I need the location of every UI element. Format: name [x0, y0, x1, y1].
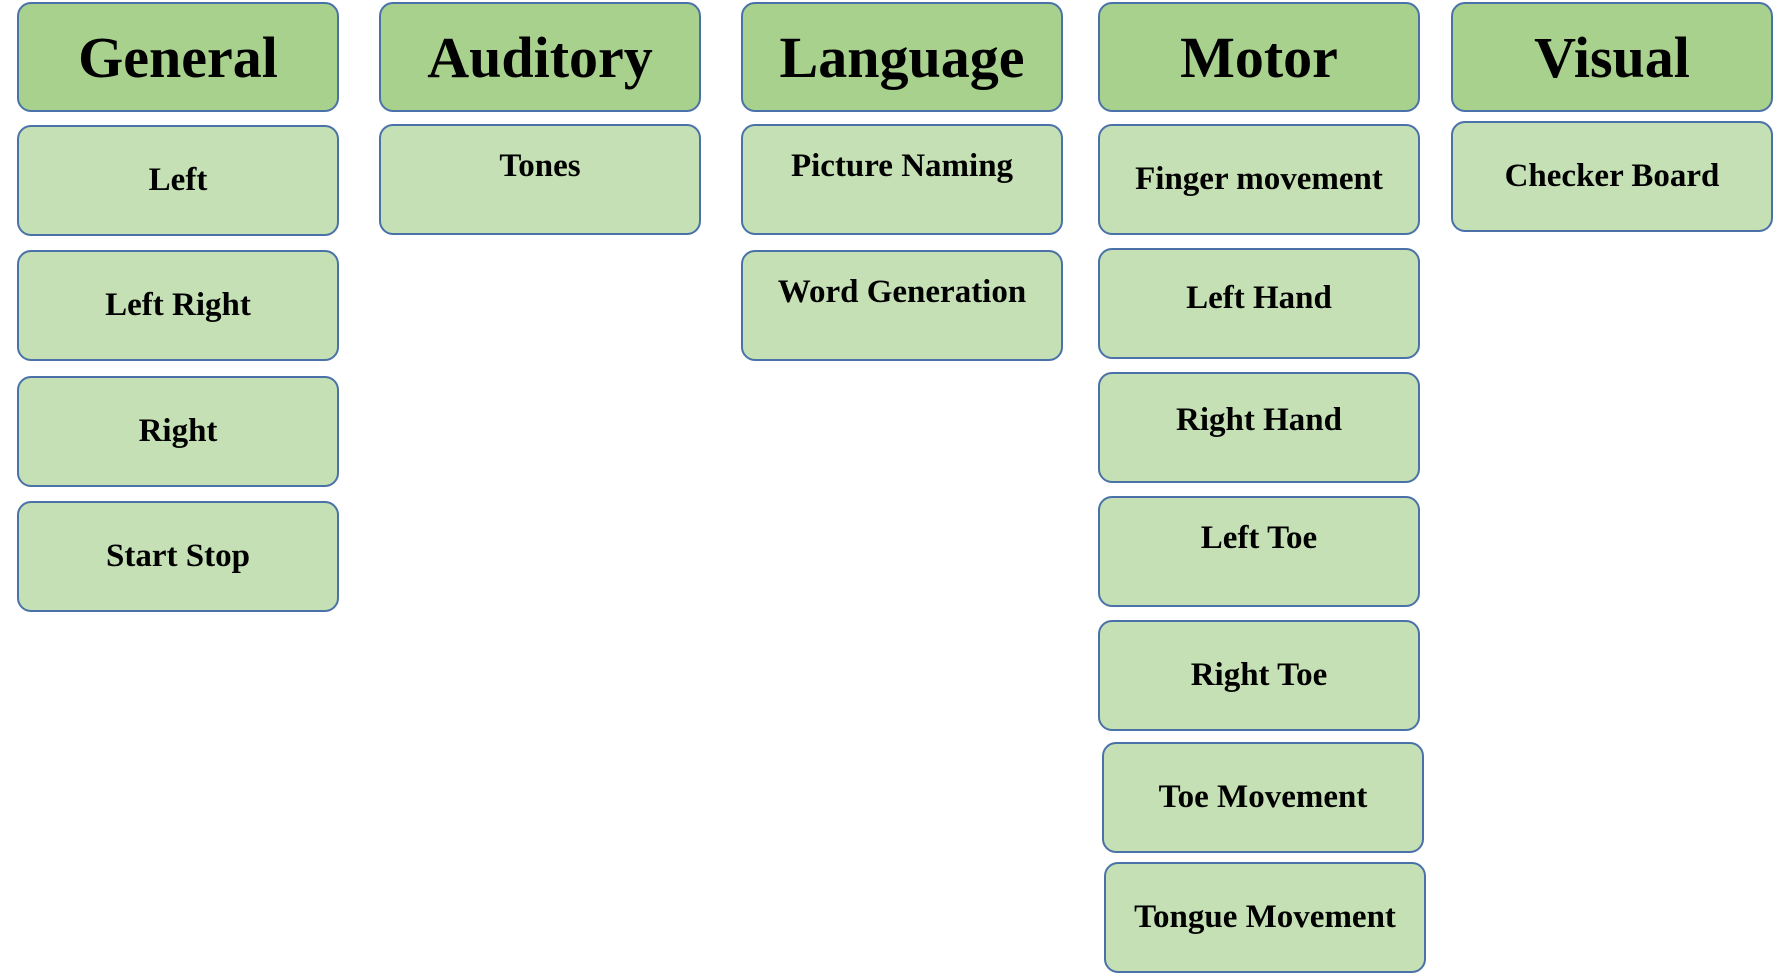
item-box-tongue-movement: Tongue Movement [1104, 862, 1426, 973]
item-box-right-toe: Right Toe [1098, 620, 1420, 731]
item-box-left-hand: Left Hand [1098, 248, 1420, 359]
category-header-motor: Motor [1098, 2, 1420, 112]
item-box-toe-movement: Toe Movement [1102, 742, 1424, 853]
item-box-finger-movement: Finger movement [1098, 124, 1420, 235]
item-box-left: Left [17, 125, 339, 236]
item-box-checker-board: Checker Board [1451, 121, 1773, 232]
item-box-word-generation: Word Generation [741, 250, 1063, 361]
category-header-language: Language [741, 2, 1063, 112]
item-box-left-right: Left Right [17, 250, 339, 361]
item-box-tones: Tones [379, 124, 701, 235]
item-box-right-hand: Right Hand [1098, 372, 1420, 483]
item-box-left-toe: Left Toe [1098, 496, 1420, 607]
category-header-general: General [17, 2, 339, 112]
item-box-right: Right [17, 376, 339, 487]
category-header-visual: Visual [1451, 2, 1773, 112]
item-box-picture-naming: Picture Naming [741, 124, 1063, 235]
category-header-auditory: Auditory [379, 2, 701, 112]
item-box-start-stop: Start Stop [17, 501, 339, 612]
